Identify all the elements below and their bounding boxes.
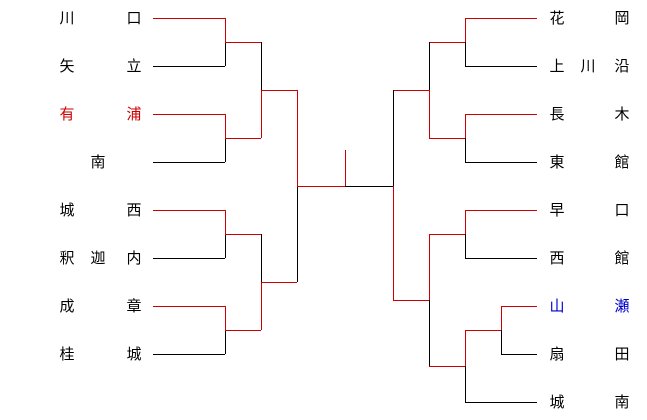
team-name-char: 城 [549, 393, 565, 411]
team-name-char: 木 [614, 105, 630, 123]
team-name-char: 川 [580, 57, 596, 75]
team-name-char: 岡 [614, 9, 630, 27]
team-name-char: 花 [549, 9, 565, 27]
team-name-char: 館 [614, 249, 630, 267]
team-name-char: 南 [614, 393, 630, 411]
team-name-char: 迦 [90, 249, 106, 267]
team-name-char: 上 [549, 57, 565, 75]
team-name-char: 口 [126, 9, 142, 27]
team-name-char: 桂 [59, 345, 75, 363]
team-name-char: 沿 [614, 57, 630, 75]
team-name-char: 有 [59, 105, 75, 123]
team-name-char: 川 [59, 9, 75, 27]
team-name-char: 東 [549, 153, 565, 171]
team-name-char: 西 [126, 201, 142, 219]
team-name-char: 田 [614, 345, 630, 363]
team-name-char: 成 [59, 297, 75, 315]
team-name-char: 瀬 [614, 297, 630, 315]
team-name-char: 章 [126, 297, 142, 315]
team-name-char: 矢 [59, 57, 75, 75]
team-name-char: 口 [614, 201, 630, 219]
team-name-char: 釈 [59, 249, 75, 267]
team-name-char: 山 [549, 297, 565, 315]
team-name-char: 早 [549, 201, 565, 219]
team-name-char: 西 [549, 249, 565, 267]
team-name-char: 南 [90, 153, 106, 171]
team-name-char: 浦 [126, 105, 142, 123]
team-name-char: 長 [549, 105, 565, 123]
team-name-char: 館 [614, 153, 630, 171]
team-name-char: 城 [59, 201, 75, 219]
team-name-char: 立 [126, 57, 142, 75]
team-name-char: 扇 [549, 345, 565, 363]
team-name-char: 内 [126, 249, 142, 267]
team-name-char: 城 [126, 345, 142, 363]
